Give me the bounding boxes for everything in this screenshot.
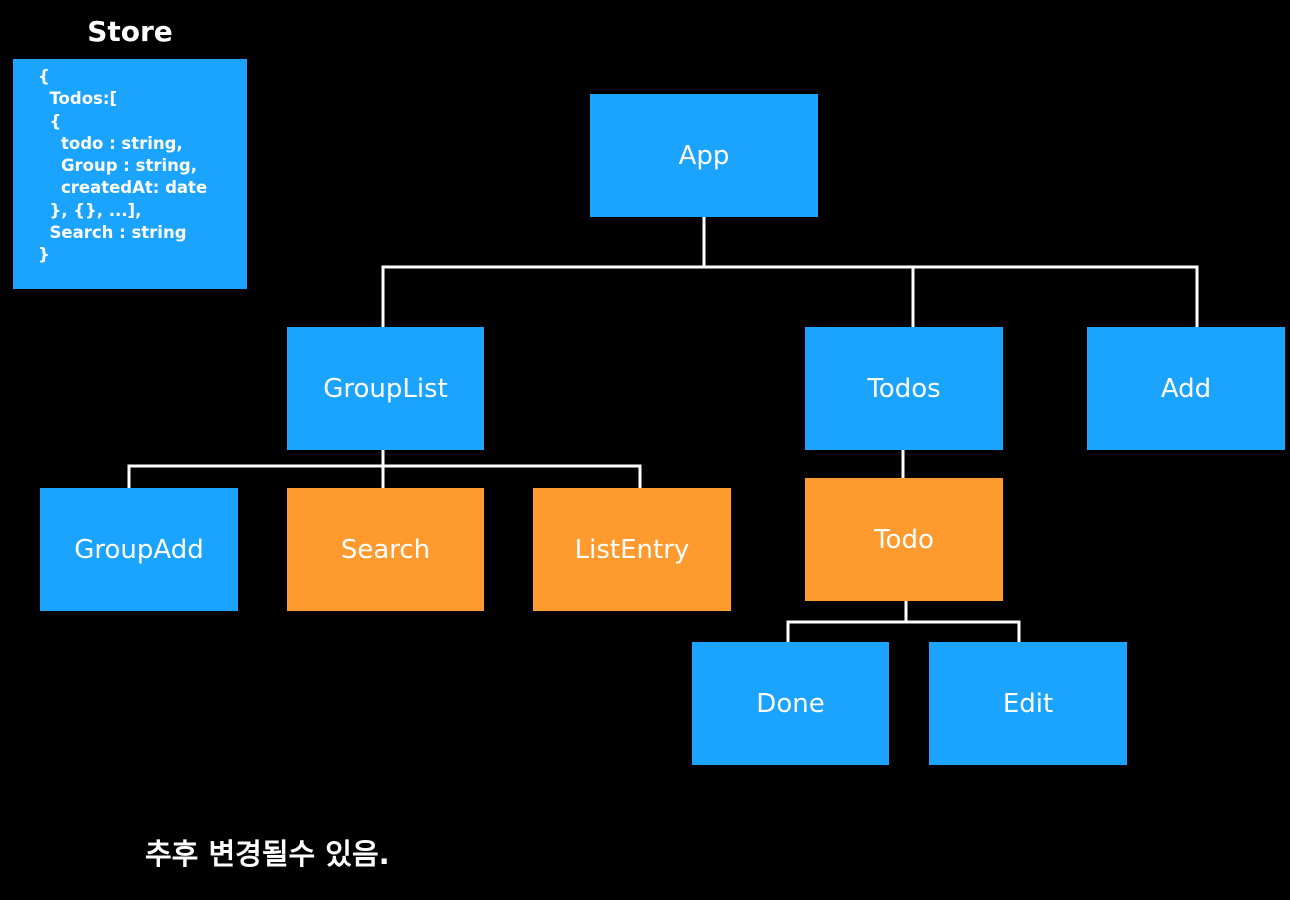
node-todos: Todos — [805, 327, 1003, 450]
node-add: Add — [1087, 327, 1285, 450]
edge-app-add — [704, 265, 1199, 327]
node-groupadd: GroupAdd — [40, 488, 238, 611]
store-schema-line: todo : string, — [38, 133, 183, 153]
node-todo: Todo — [805, 478, 1003, 601]
store-schema-line: Todos:[ — [38, 89, 117, 109]
edge-app-grouplist — [381, 265, 704, 327]
store-schema-line: createdAt: date — [38, 178, 208, 198]
footnote: 추후 변경될수 있음. — [145, 837, 390, 871]
node-grouplist: GroupList — [287, 327, 484, 450]
edge-grouplist-listentry — [383, 464, 642, 488]
edge-app-todos — [704, 265, 915, 327]
store-title: Store — [87, 15, 173, 48]
store-schema-line: }, {}, ...], — [38, 200, 142, 220]
edge-todo-edit — [906, 620, 1021, 642]
node-search: Search — [287, 488, 484, 611]
store-schema-line: } — [38, 245, 50, 265]
node-edit: Edit — [929, 642, 1127, 765]
store-schema-line: { — [38, 67, 50, 86]
store-schema-line: Group : string, — [38, 156, 197, 176]
store-schema-line: { — [38, 111, 62, 131]
store-schema-line: Search : string — [38, 223, 187, 243]
node-app: App — [590, 94, 818, 217]
node-done: Done — [692, 642, 889, 765]
store-schema-box: { Todos:[ { todo : string, Group : strin… — [13, 59, 247, 289]
edge-todo-done — [786, 620, 906, 642]
node-listentry: ListEntry — [533, 488, 731, 611]
edge-grouplist-groupadd — [127, 464, 383, 488]
